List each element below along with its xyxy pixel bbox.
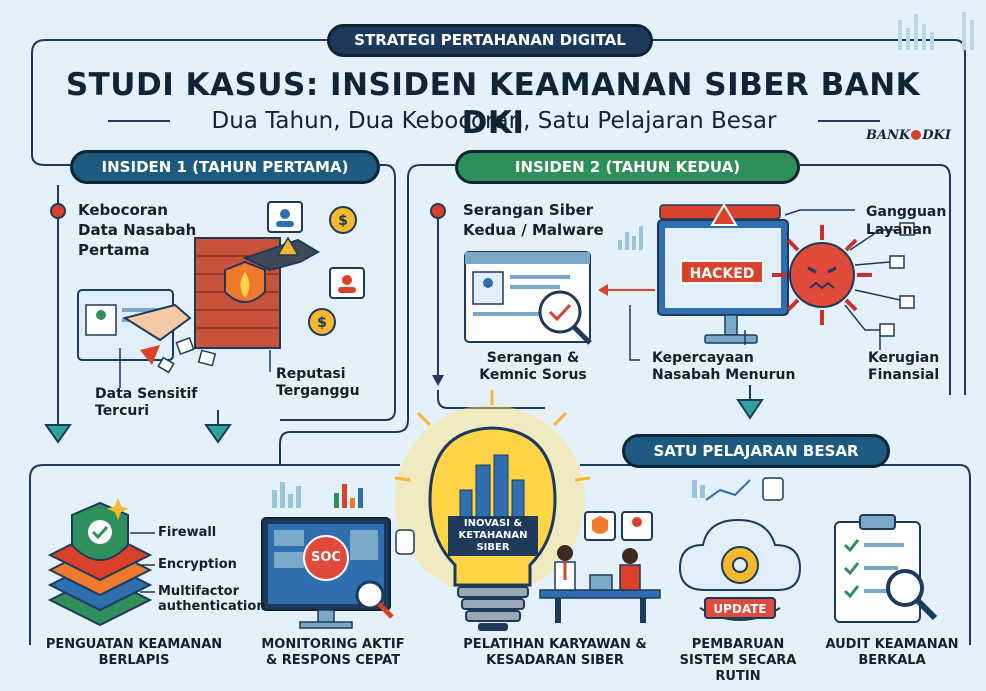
page-subtitle: Dua Tahun, Dua Kebocoran, Satu Pelajaran… [211, 108, 777, 134]
clipboard-audit-icon [834, 514, 938, 623]
incident1-header: INSIDEN 1 (TAHUN PERTAMA) [70, 150, 380, 184]
lesson-item-layered-security: PENGUATAN KEAMANAN BERLAPIS [45, 637, 223, 668]
incident2-label-trust: Kepercayaan Nasabah Menurun [652, 350, 796, 383]
hacked-badge: HACKED [680, 260, 764, 284]
cloud-gear-icon [678, 518, 802, 621]
layer-label-firewall: Firewall [158, 525, 217, 540]
incident2-label-disruption: Gangguan Layanan [866, 204, 947, 238]
incident2-label-kemnic: Serangan & Kemnic Sorus [479, 350, 587, 383]
virus-icon [772, 225, 872, 325]
layered-shield-icon [47, 501, 153, 627]
incident1-label-main: Kebocoran Data Nasabah Pertama [78, 201, 197, 259]
update-label: UPDATE [713, 602, 767, 616]
lesson-item-monitoring: MONITORING AKTIF & RESPONS CEPAT [261, 637, 405, 668]
laptop-icon [77, 289, 174, 361]
layer-label-encryption: Encryption [158, 557, 237, 572]
incident2-label-attack: Serangan Siber Kedua / Malware [463, 201, 604, 239]
bulb-text: INOVASI & KETAHANAN SIBER [448, 516, 538, 556]
magnifier-check-icon [538, 290, 592, 345]
soc-monitor-icon [261, 517, 415, 629]
coin-icon: $ $ [308, 206, 357, 336]
incident1-label-stolen: Data Sensitif Tercuri [95, 386, 198, 419]
lesson-header: SATU PELAJARAN BESAR [622, 434, 890, 468]
svg-text:$: $ [338, 213, 348, 229]
lesson-item-system-update: PEMBARUAN SISTEM SECARA RUTIN [679, 637, 797, 684]
incident1-label-reputation: Reputasi Terganggu [276, 366, 360, 399]
incident2-label-loss: Kerugian Finansial [868, 350, 940, 383]
bank-logo-text-left: BANK [866, 128, 911, 143]
soc-label: SOC [311, 550, 341, 565]
bank-logo-mark-icon [911, 130, 922, 140]
bank-logo: BANK DKI [866, 128, 956, 148]
incident2-header: INSIDEN 2 (TAHUN KEDUA) [455, 150, 800, 184]
people-at-desk-icon [539, 511, 661, 623]
svg-text:$: $ [317, 315, 327, 331]
lesson-item-training: PELATIHAN KARYAWAN & KESADARAN SIBER [463, 637, 647, 668]
layer-label-mfa: Multifactor authentication [158, 584, 266, 614]
bank-logo-text-right: DKI [922, 128, 951, 143]
kicker-pill: STRATEGI PERTAHANAN DIGITAL [327, 24, 653, 57]
page-title: STUDI KASUS: INSIDEN KEAMANAN SIBER BANK… [65, 67, 921, 141]
lesson-item-audit: AUDIT KEAMANAN BERKALA [825, 637, 959, 668]
document-user-icon [267, 201, 365, 299]
